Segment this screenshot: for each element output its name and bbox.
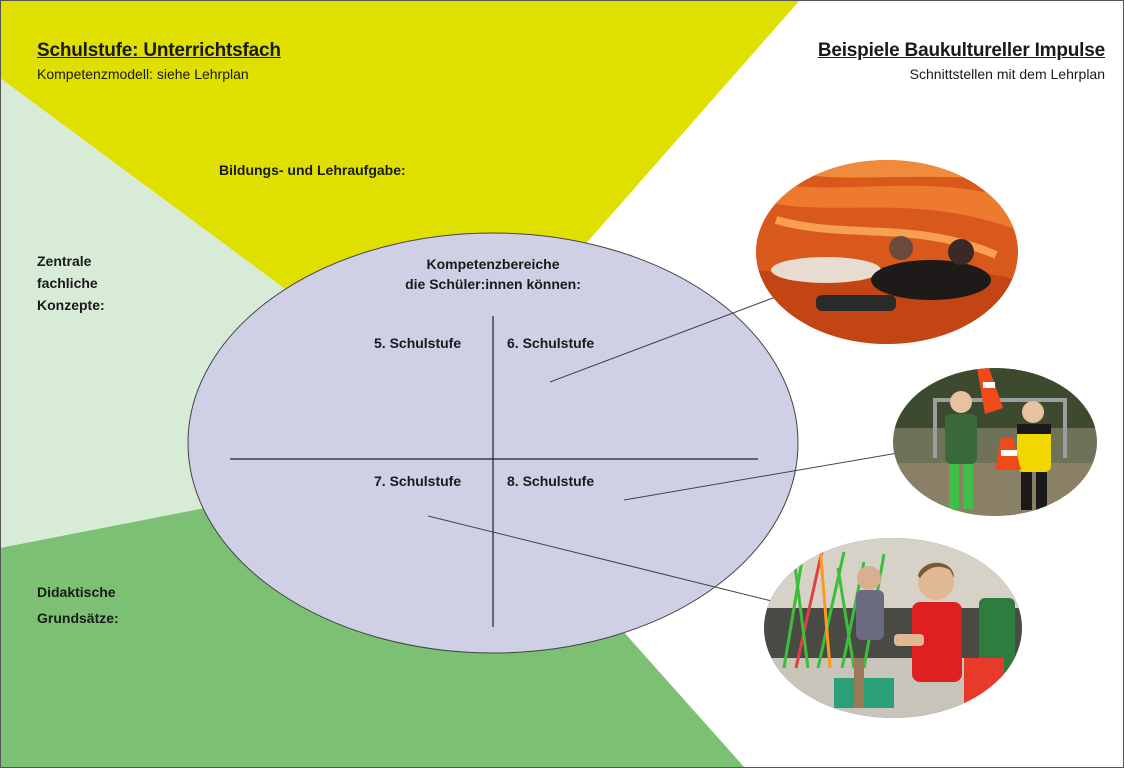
header-right-subtitle: Schnittstellen mit dem Lehrplan [909, 66, 1105, 82]
connector-line-1 [549, 292, 787, 383]
yellow-wedge [0, 0, 800, 300]
ellipse-title: Kompetenzbereiche die Schüler:innen könn… [343, 254, 643, 294]
connector-line-3 [427, 515, 793, 607]
quadrant-label-6: 6. Schulstufe [507, 335, 595, 351]
didaktik-line-2: Grundsätze: [37, 610, 119, 626]
zentrale-line-1: Zentrale [37, 253, 92, 269]
photo-straw-building [764, 538, 1022, 718]
quadrant-label-8: 8. Schulstufe [507, 473, 595, 489]
bildung-label: Bildungs- und Lehraufgabe: [219, 162, 406, 178]
green-wedge [0, 508, 745, 768]
ellipse-title-line-1: Kompetenzbereiche [426, 256, 560, 272]
quadrant-label-7: 7. Schulstufe [374, 473, 462, 489]
zentrale-line-2: fachliche [37, 275, 98, 291]
header-left-title: Schulstufe: Unterrichtsfach [37, 40, 281, 61]
didaktik-label: Didaktische Grundsätze: [37, 579, 119, 631]
zentrale-konzepte-label: Zentrale fachliche Konzepte: [37, 250, 105, 316]
connector-line-2 [623, 452, 899, 501]
photo-orange-fabric [756, 160, 1018, 344]
photo-traffic-cone [893, 368, 1097, 516]
ellipse-title-line-2: die Schüler:innen können: [405, 276, 581, 292]
zentrale-line-3: Konzepte: [37, 297, 105, 313]
quadrant-label-5: 5. Schulstufe [374, 335, 462, 351]
header-left-subtitle: Kompetenzmodell: siehe Lehrplan [37, 66, 249, 82]
header-right-title: Beispiele Baukultureller Impulse [817, 40, 1105, 61]
didaktik-line-1: Didaktische [37, 584, 116, 600]
